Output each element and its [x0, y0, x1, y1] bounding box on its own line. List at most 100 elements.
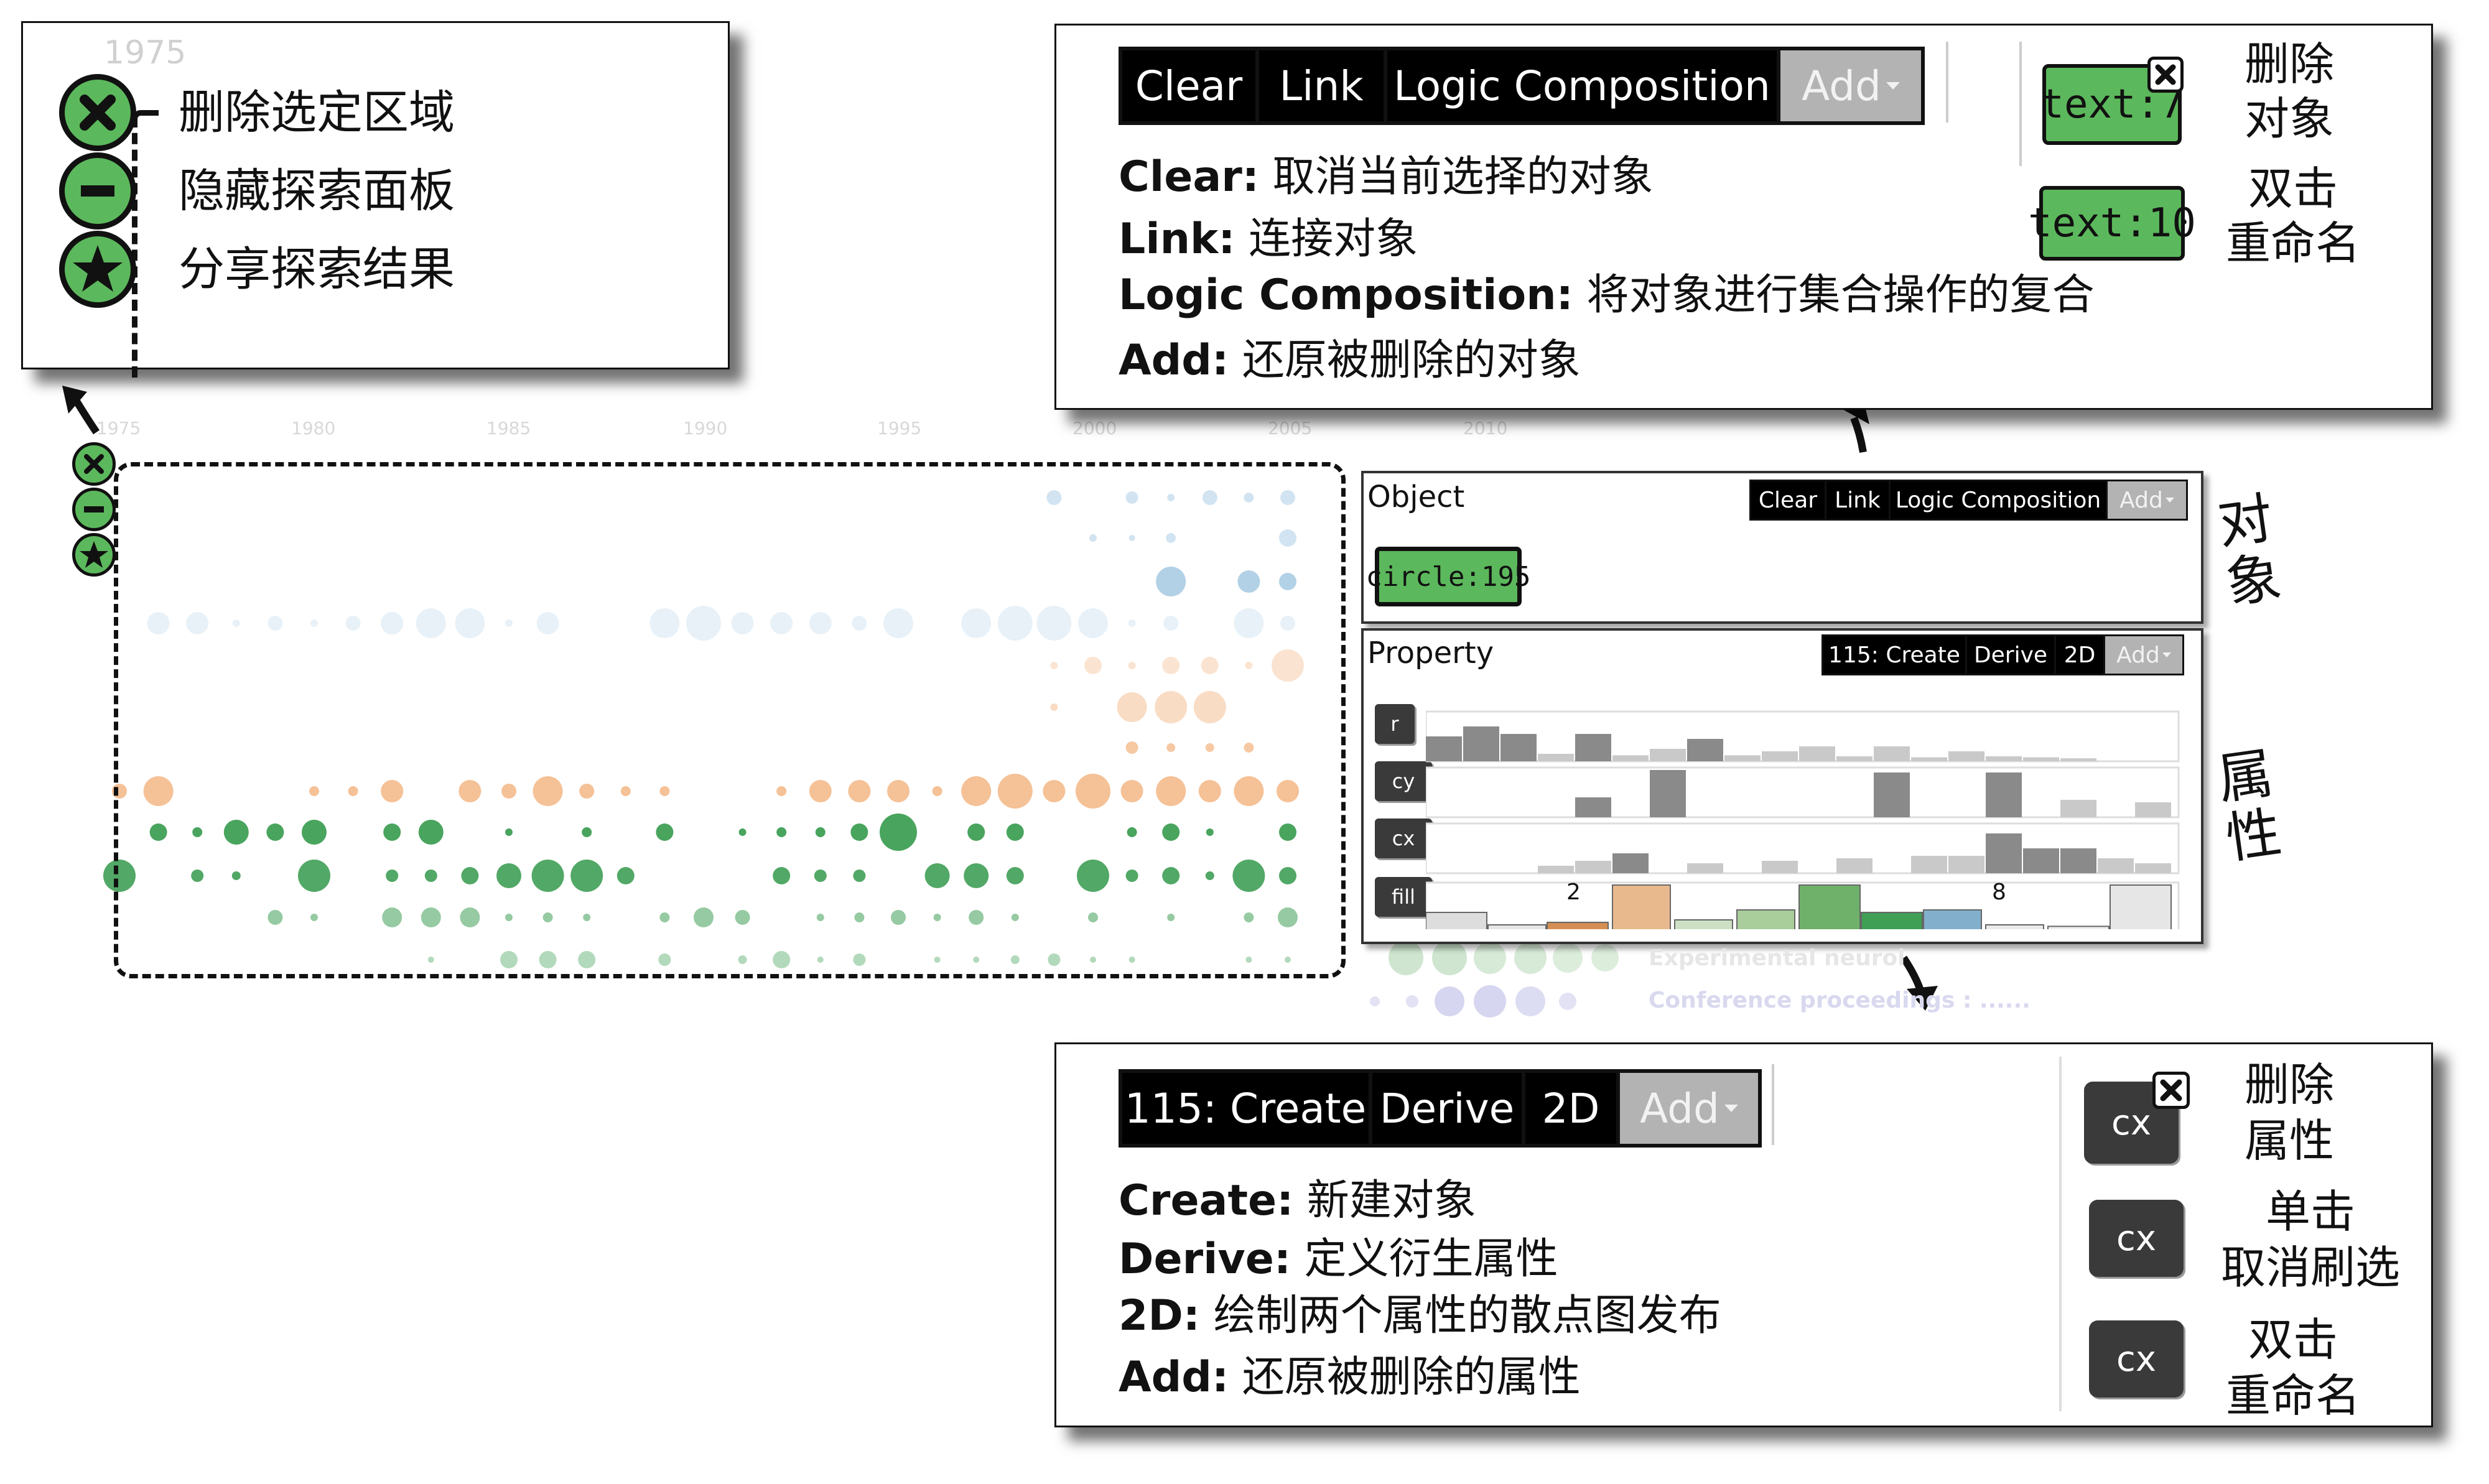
logic-composition-button[interactable]: Logic Composition — [1387, 50, 1777, 121]
link-button[interactable]: Link — [1259, 50, 1384, 121]
attr-rename-button[interactable]: cx — [2089, 1320, 2184, 1398]
histogram-bar[interactable] — [1874, 772, 1910, 817]
region-icons-callout: 1975 删除选定区域 隐藏探索面板 分享探索结果 — [21, 21, 730, 378]
scatter-dot — [383, 823, 401, 841]
logic-composition-button[interactable]: Logic Composition — [1891, 481, 2106, 519]
scatter-dot — [1244, 493, 1254, 503]
histogram-bar[interactable] — [1650, 770, 1686, 817]
histogram-bar[interactable] — [1500, 734, 1537, 761]
histogram-bar[interactable] — [1986, 833, 2022, 873]
histogram-bar[interactable] — [1575, 734, 1611, 761]
histogram-bar[interactable] — [2060, 800, 2096, 817]
scatter-dot — [616, 867, 635, 884]
histogram-bar[interactable] — [1762, 751, 1798, 761]
derive-button[interactable]: Derive — [1967, 636, 2054, 674]
histogram-bar[interactable] — [2098, 858, 2134, 873]
histogram-bar[interactable] — [1911, 757, 1947, 761]
add-button[interactable]: Add — [1620, 1073, 1758, 1144]
histogram-bar[interactable] — [2023, 848, 2059, 873]
histogram-bar[interactable] — [1948, 856, 1984, 873]
scatter-dot — [496, 863, 521, 888]
histogram-bar[interactable] — [1612, 853, 1649, 873]
histogram-bar[interactable] — [1612, 755, 1649, 761]
create-button[interactable]: 115: Create — [1823, 636, 1965, 674]
histogram-bar[interactable] — [2047, 925, 2110, 929]
histogram-bar[interactable] — [1538, 866, 1574, 873]
histogram-bar[interactable] — [1799, 746, 1835, 761]
histogram-bar[interactable] — [1674, 919, 1733, 929]
histogram-bar[interactable] — [1426, 912, 1487, 929]
histogram-bar[interactable] — [1861, 912, 1923, 929]
histogram-bar[interactable] — [1836, 858, 1873, 873]
scatter-dot — [1036, 606, 1072, 641]
add-button[interactable]: Add — [1780, 50, 1921, 121]
histogram-bar[interactable] — [2110, 884, 2172, 929]
histogram-bar[interactable] — [1547, 922, 1609, 929]
object-panel-toolbar: Clear Link Logic Composition Add — [1749, 480, 2188, 521]
object-tag-renamable[interactable]: text:10 — [2028, 186, 2196, 261]
selection-region[interactable] — [114, 462, 1346, 978]
property-panel: Property 115: Create Derive 2D Add r cy … — [1361, 628, 2203, 944]
histogram-bar[interactable] — [1575, 861, 1611, 873]
scatter-dot — [658, 953, 671, 966]
histogram-bar[interactable] — [1762, 861, 1798, 873]
histogram-bar[interactable] — [2023, 757, 2059, 761]
twod-button[interactable]: 2D — [1525, 1073, 1616, 1144]
scatter-dot — [309, 786, 319, 796]
scatter-dot — [880, 814, 917, 851]
scatter-dot — [268, 616, 283, 631]
scatter-dot — [1167, 914, 1175, 921]
clear-button[interactable]: Clear — [1122, 50, 1255, 121]
scatter-dot — [1474, 942, 1506, 974]
histogram-bar[interactable] — [1874, 746, 1910, 761]
histogram-bar[interactable] — [2060, 848, 2096, 873]
twod-button[interactable]: 2D — [2056, 636, 2103, 674]
histogram-bar[interactable] — [1687, 863, 1723, 873]
add-desc: Add: 还原被删除的对象 — [1119, 336, 1581, 385]
histogram-bar[interactable] — [1724, 755, 1761, 761]
delete-region-icon[interactable] — [72, 442, 116, 486]
histogram-bar[interactable] — [1650, 749, 1686, 761]
circle-object-tag[interactable]: circle:195 — [1366, 547, 1530, 606]
link-button[interactable]: Link — [1826, 481, 1889, 519]
histogram-bar[interactable] — [2135, 802, 2171, 817]
attr-cy-button[interactable]: cy — [1375, 761, 1432, 801]
histogram-bar[interactable] — [1923, 909, 1982, 929]
derive-button[interactable]: Derive — [1372, 1073, 1522, 1144]
scatter-dot — [961, 776, 992, 806]
histogram-bar[interactable] — [1538, 754, 1574, 761]
scatter-dot — [1432, 940, 1467, 975]
attr-cx-button[interactable]: cx — [1375, 819, 1432, 858]
histogram-bar[interactable] — [1575, 797, 1611, 817]
histogram-bar[interactable] — [1687, 739, 1723, 761]
histogram-bar[interactable] — [1836, 756, 1873, 761]
add-button[interactable]: Add — [2105, 636, 2182, 674]
scatter-dot — [883, 608, 913, 638]
hide-panel-icon[interactable] — [72, 488, 116, 531]
create-button[interactable]: 115: Create — [1122, 1073, 1369, 1144]
histogram-bar[interactable] — [1986, 772, 2022, 817]
share-result-icon[interactable] — [72, 533, 116, 577]
histogram-bar[interactable] — [1986, 756, 2022, 761]
attr-fill-button[interactable]: fill — [1375, 877, 1432, 917]
attr-click-button[interactable]: cx — [2089, 1200, 2184, 1277]
clear-button[interactable]: Clear — [1751, 481, 1825, 519]
histogram-bar[interactable] — [1426, 736, 1462, 761]
histogram-bar[interactable] — [1487, 924, 1547, 929]
histogram-bar[interactable] — [1798, 884, 1861, 929]
add-button[interactable]: Add — [2108, 481, 2186, 519]
histogram-bar[interactable] — [1985, 924, 2044, 929]
histogram-bar[interactable] — [1463, 726, 1499, 761]
scatter-dot — [776, 786, 787, 796]
histogram-bar[interactable] — [1612, 884, 1671, 929]
close-icon[interactable] — [2152, 1072, 2190, 1109]
histogram-bar[interactable] — [2060, 758, 2096, 761]
close-icon[interactable] — [2147, 57, 2184, 93]
attr-r-button[interactable]: r — [1375, 704, 1415, 744]
histogram-bar[interactable] — [1948, 751, 1984, 761]
histogram-bar[interactable] — [1911, 856, 1947, 873]
histogram-bar[interactable] — [1736, 909, 1795, 929]
scatter-dot — [964, 863, 989, 888]
histogram-bar[interactable] — [2135, 863, 2171, 873]
scatter-dot — [809, 612, 832, 634]
